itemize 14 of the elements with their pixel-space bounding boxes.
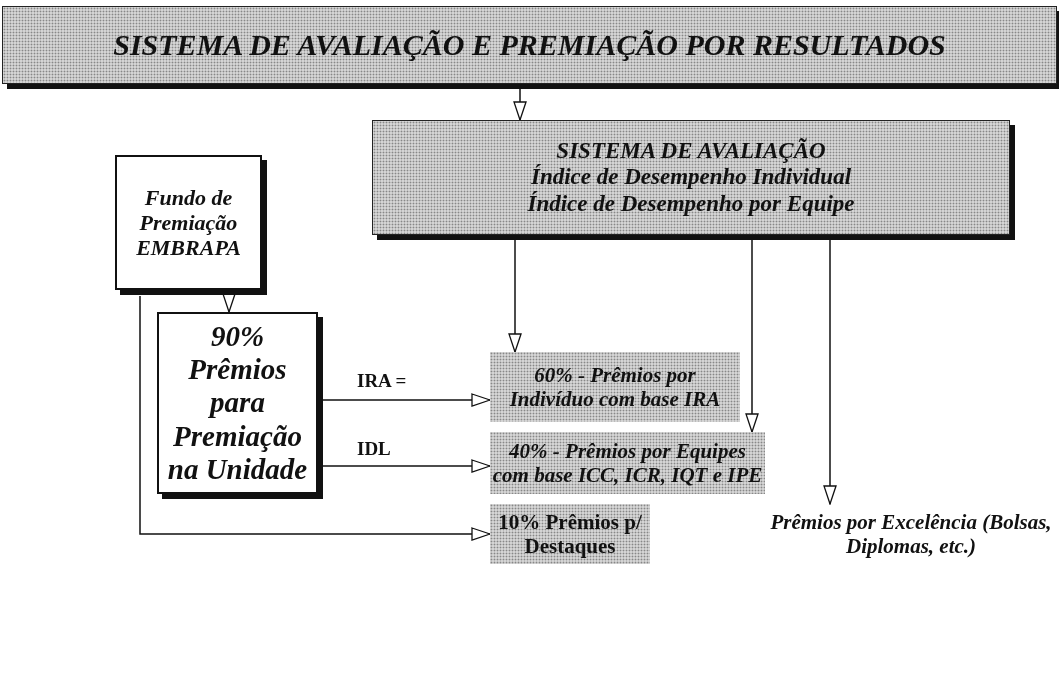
node-label: 40% - Prêmios por Equipes com base ICC, ICR, IQT e IPE [491, 438, 764, 488]
node-label: Fundo de Premiação EMBRAPA [135, 184, 242, 261]
process-box [490, 504, 650, 564]
arrow [139, 295, 491, 541]
process-box [490, 352, 740, 422]
node-label: SISTEMA DE AVALIAÇÃO [556, 137, 826, 164]
node-label: 60% - Prêmios por Indivíduo com base IRA [508, 362, 722, 412]
node-label: Índice de Desempenho por Equipe [527, 190, 855, 218]
node-label: 90% Prêmios para Premiação na Unidade [166, 319, 309, 487]
node-label: Prêmios por Excelência (Bolsas, Diplomas, etc.) [769, 509, 1053, 559]
process-box [490, 432, 765, 494]
node-label: Índice de Desempenho Individual [530, 164, 852, 191]
node-label: 10% Prêmios p/ Destaques [497, 509, 643, 559]
title: SISTEMA DE AVALIAÇÃO E PREMIAÇÃO POR RESULTADOS [113, 27, 946, 63]
